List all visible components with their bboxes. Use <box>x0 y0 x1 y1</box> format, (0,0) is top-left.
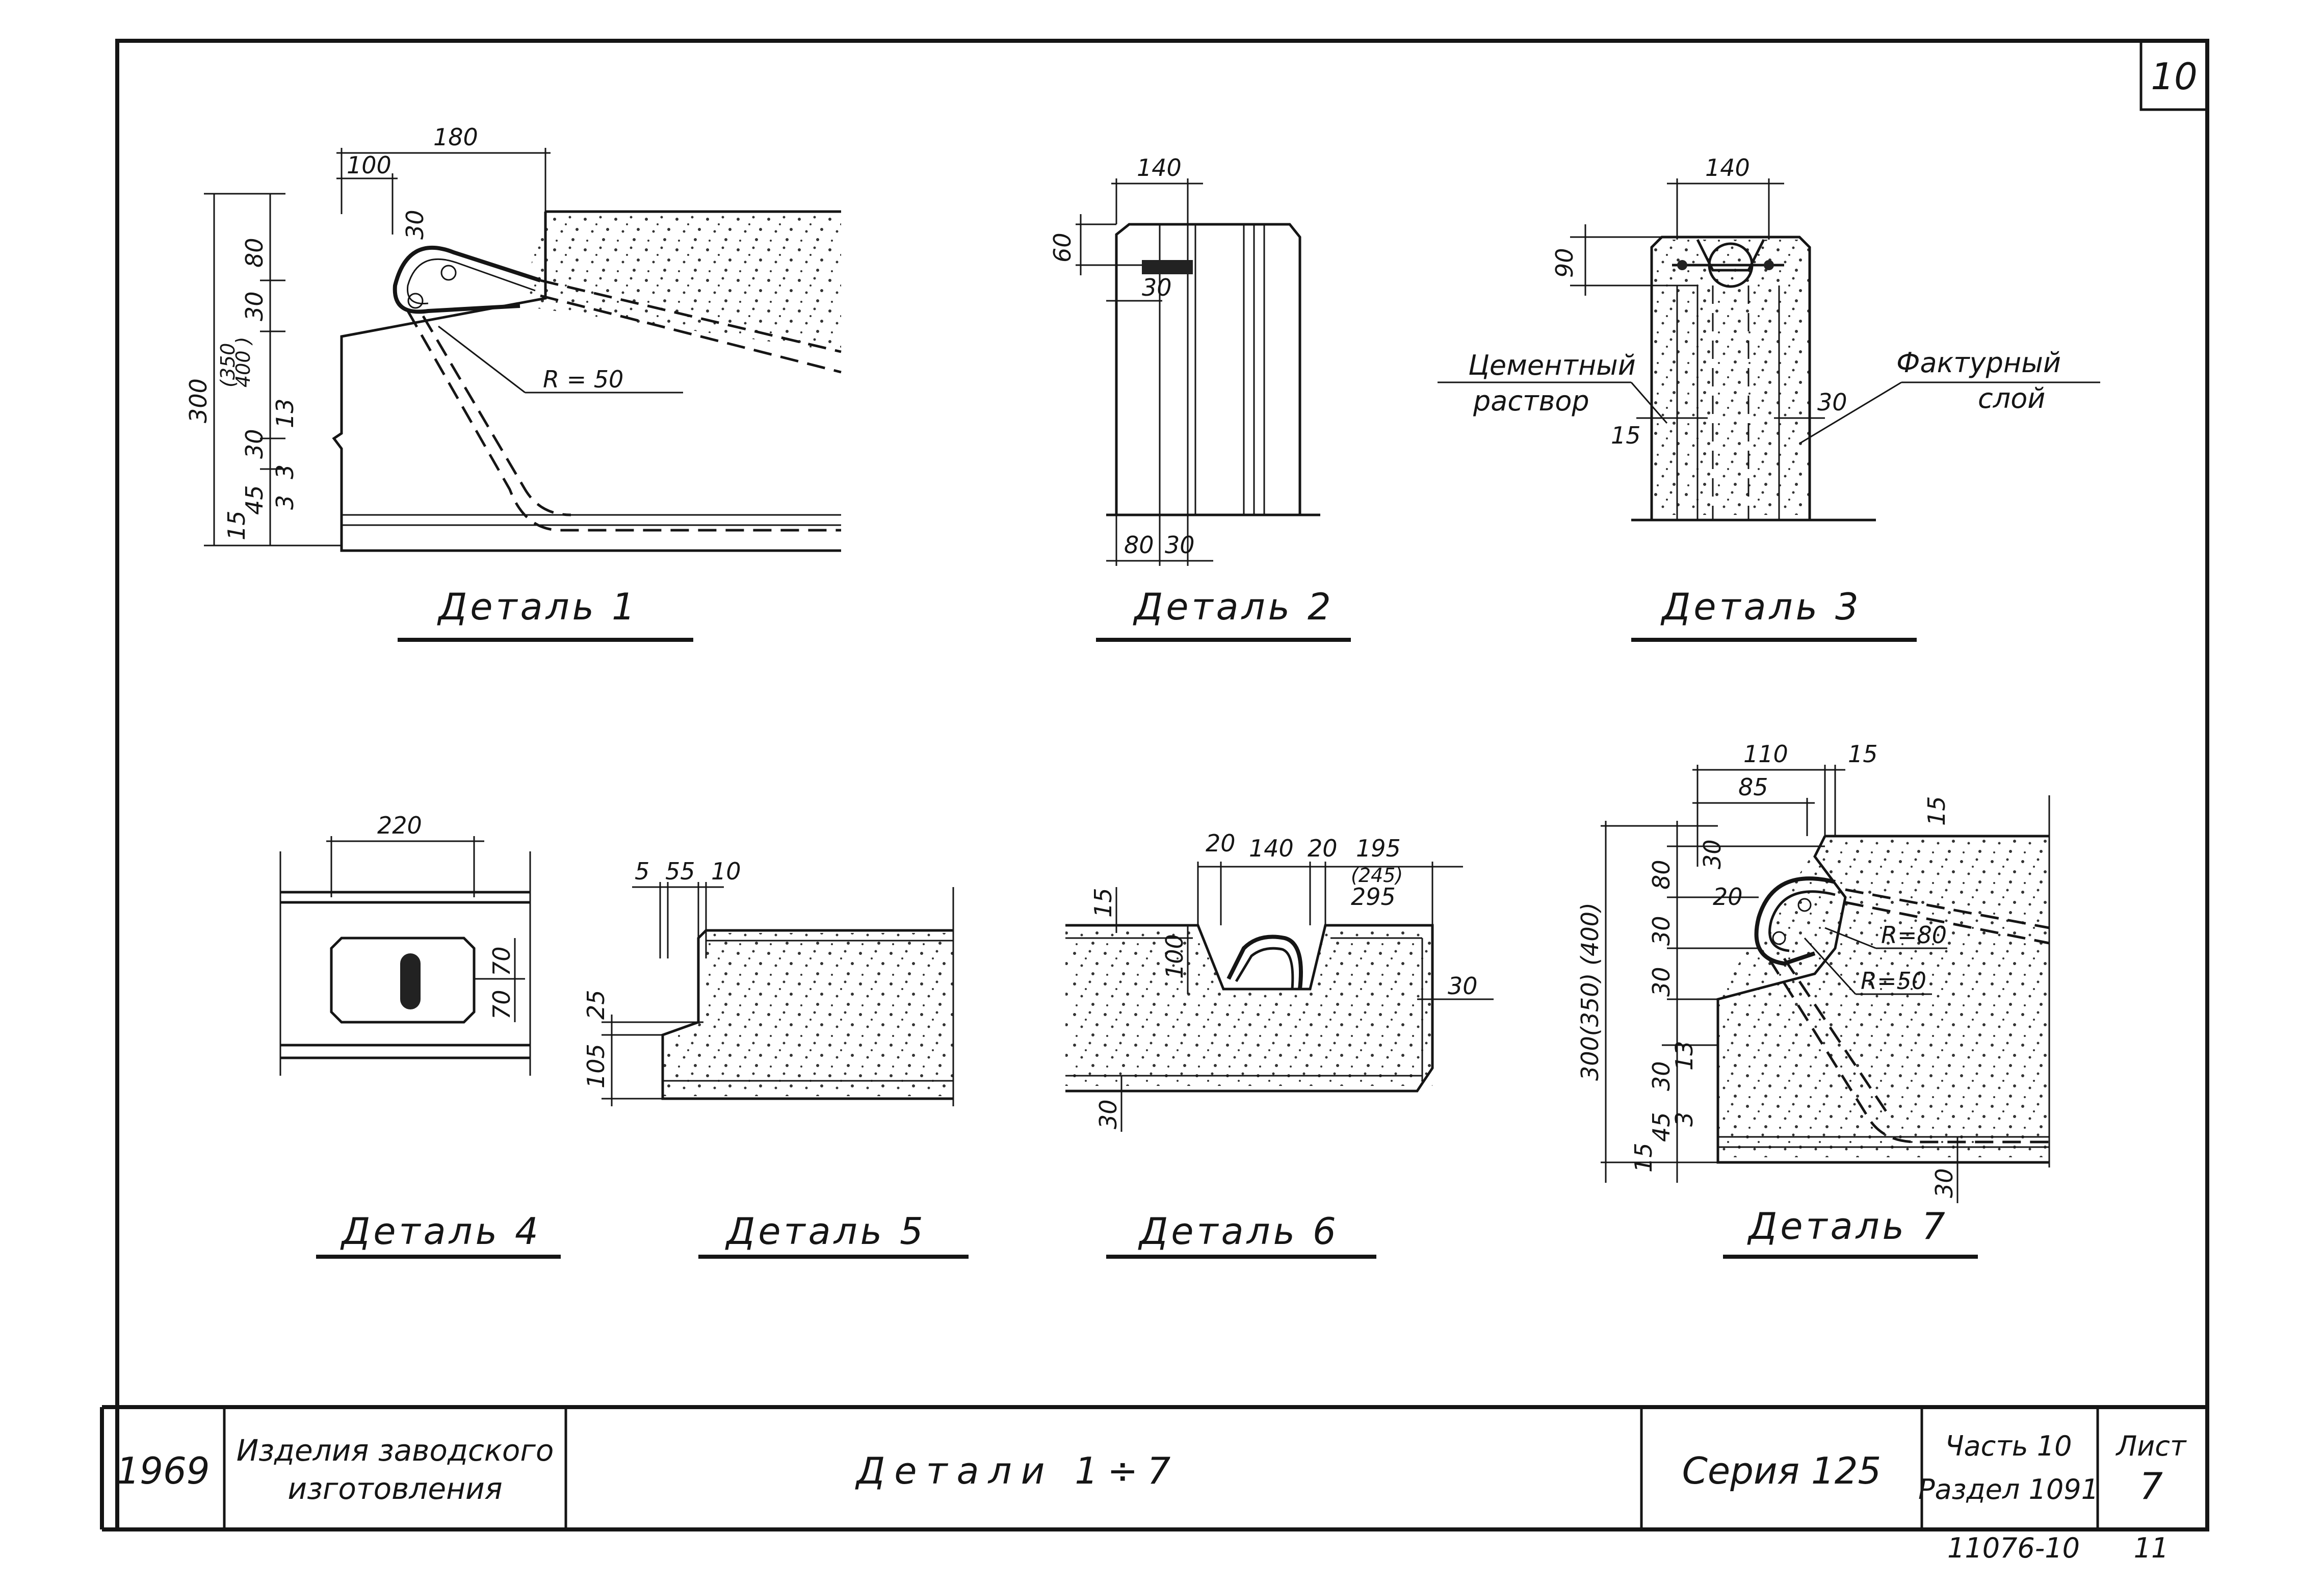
dim-195: 195 <box>1356 835 1401 862</box>
dim-85: 85 <box>1738 773 1768 801</box>
year: 1969 <box>116 1449 210 1492</box>
detail-5: 5 55 10 25 105 Деталь 5 <box>582 858 969 1259</box>
dim-30d: 30 <box>1648 1061 1675 1091</box>
dim-45: 45 <box>241 485 268 515</box>
dim-220: 220 <box>377 812 422 839</box>
dim-30c: 30 <box>241 429 268 459</box>
dim-30b: 30 <box>1094 1099 1122 1129</box>
page-number: 11 <box>2134 1532 2169 1564</box>
detail-4: 220 70 70 Деталь 4 <box>279 812 561 1259</box>
dim-15c: 15 <box>1630 1142 1657 1173</box>
dim-300-350-400: 300(350) (400) <box>1576 902 1604 1081</box>
dim-30a: 30 <box>1699 839 1726 869</box>
dim-3: 3 <box>1670 1112 1698 1127</box>
radius-label: R = 50 <box>543 366 623 393</box>
dim-20b: 20 <box>1308 835 1338 862</box>
detail-3-caption: Деталь 3 <box>1660 585 1862 628</box>
dim-20a: 20 <box>1206 829 1236 857</box>
dim-80: 80 <box>241 238 268 268</box>
dim-30a: 30 <box>241 291 268 321</box>
dim-140: 140 <box>1705 154 1750 181</box>
dim-60: 60 <box>1049 232 1076 263</box>
detail-7: 110 15 85 15 30 80 20 30 30 300(350) (40… <box>1576 740 2050 1259</box>
dim-245: (245) <box>1351 864 1403 887</box>
dim-5: 5 <box>635 858 649 885</box>
sheet-value: 7 <box>2139 1465 2163 1508</box>
dim-15: 15 <box>1611 422 1641 449</box>
label-facing-2: слой <box>1978 382 2045 414</box>
subject-line-1: Изделия заводского <box>237 1433 554 1468</box>
detail-6-caption: Деталь 6 <box>1138 1210 1339 1253</box>
radius-80-label: R=80 <box>1881 921 1947 949</box>
dim-30b: 30 <box>401 210 429 240</box>
detail-7-caption: Деталь 7 <box>1747 1205 1948 1248</box>
dim-295: 295 <box>1351 883 1396 911</box>
label-facing-1: Фактурный <box>1896 347 2061 379</box>
label-cement-2: раствор <box>1473 385 1589 417</box>
dim-80: 80 <box>1124 531 1154 559</box>
dim-30b: 30 <box>1648 916 1675 946</box>
dim-13: 13 <box>1670 1041 1698 1071</box>
dim-400: 400 ) <box>232 337 254 387</box>
dim-110: 110 <box>1743 740 1788 768</box>
sheet-border <box>115 39 2209 1531</box>
dim-350: (350 <box>217 343 239 387</box>
dim-70a: 70 <box>488 946 515 976</box>
dim-3b: 3 <box>271 495 299 510</box>
doc-code: 11076-10 <box>1947 1532 2080 1564</box>
dim-15b: 15 <box>1923 796 1950 826</box>
drawing-title: Детали 1÷7 <box>855 1449 1180 1492</box>
dim-10: 10 <box>711 858 741 885</box>
subject-line-2: изготовления <box>288 1471 502 1506</box>
section: Раздел 1091 <box>1918 1473 2099 1505</box>
dim-30b: 30 <box>1165 531 1195 559</box>
dim-20: 20 <box>1713 883 1743 911</box>
detail-5-caption: Деталь 5 <box>725 1210 926 1253</box>
dim-30: 30 <box>1142 274 1172 301</box>
sheet-number-box: 10 <box>2139 39 2209 111</box>
dim-13: 13 <box>271 398 299 428</box>
dim-15a: 15 <box>1848 740 1878 768</box>
dim-70b: 70 <box>488 990 515 1020</box>
detail-6: 20 140 20 195 (245) 295 15 100 30 30 Дет… <box>1065 829 1494 1259</box>
detail-1: 180 100 80 30 30 300 (350 400 ) 30 13 3 … <box>185 123 842 642</box>
dim-180: 180 <box>433 123 478 151</box>
dim-30a: 30 <box>1448 972 1478 1000</box>
dim-140: 140 <box>1137 154 1182 181</box>
dim-100: 100 <box>347 151 391 179</box>
series: Серия 125 <box>1682 1449 1882 1492</box>
dim-105: 105 <box>582 1044 610 1088</box>
dim-80: 80 <box>1648 860 1675 890</box>
label-cement-1: Цементный <box>1468 349 1636 381</box>
part: Часть 10 <box>1945 1430 2072 1462</box>
dim-45: 45 <box>1648 1112 1675 1142</box>
dim-90: 90 <box>1551 248 1578 278</box>
detail-1-caption: Деталь 1 <box>437 585 638 628</box>
radius-50-label: R=50 <box>1861 967 1926 995</box>
dim-3: 3 <box>271 464 299 479</box>
detail-4-caption: Деталь 4 <box>340 1210 541 1253</box>
title-block: 1969 Изделия заводского изготовления Дет… <box>116 1407 2187 1564</box>
dim-30: 30 <box>1817 388 1847 416</box>
dim-100: 100 <box>1161 934 1188 979</box>
dim-140: 140 <box>1249 835 1294 862</box>
dim-300: 300 <box>185 378 212 423</box>
dim-30c: 30 <box>1648 967 1675 997</box>
dim-30e: 30 <box>1930 1168 1958 1198</box>
sheet-number: 10 <box>2151 55 2198 98</box>
sheet-label: Лист <box>2116 1430 2187 1462</box>
dim-25: 25 <box>582 990 610 1020</box>
detail-2: 140 60 30 80 30 Деталь 2 <box>1049 154 1351 642</box>
dim-55: 55 <box>665 858 695 885</box>
dim-15: 15 <box>1089 888 1117 918</box>
dim-15: 15 <box>223 510 250 540</box>
detail-2-caption: Деталь 2 <box>1133 585 1334 628</box>
detail-3: 140 90 15 30 Цементный раствор Фактурный… <box>1438 154 2100 642</box>
